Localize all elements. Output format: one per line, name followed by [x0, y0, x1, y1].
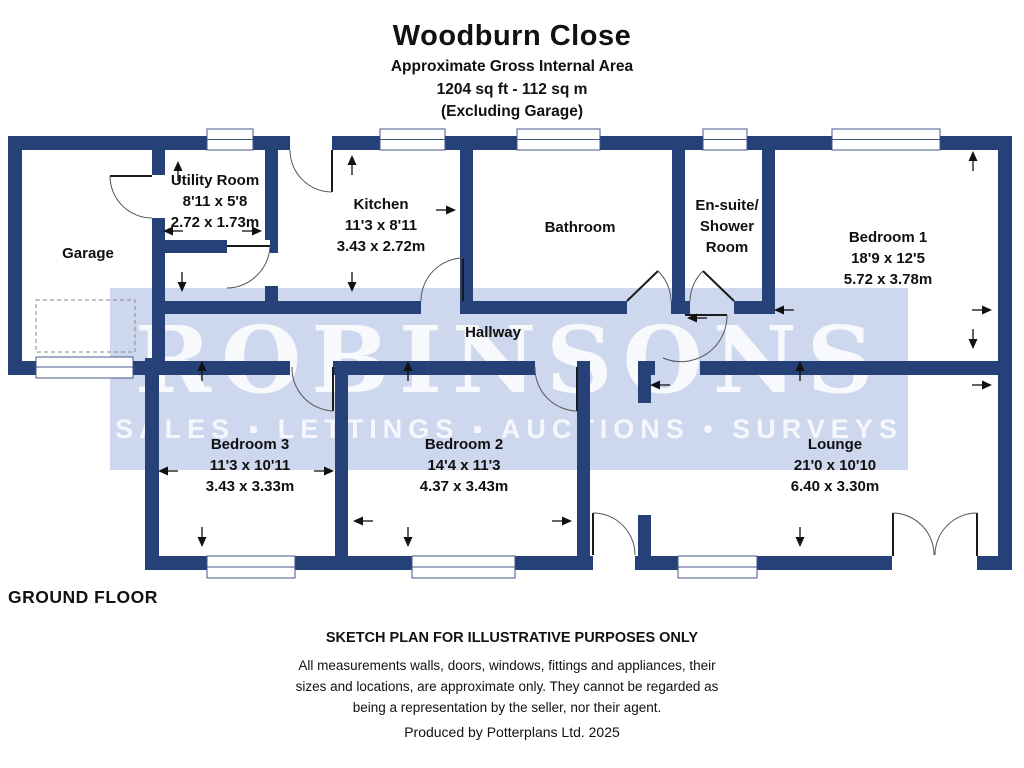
watermark-brand: ROBINSONS	[134, 305, 884, 414]
area-text: 1204 sq ft - 112 sq m	[436, 80, 588, 98]
room-label-ensuite: En-suite/ Shower Room	[695, 197, 759, 256]
room-label-hallway: Hallway	[465, 324, 521, 341]
room-label-bedroom1: Bedroom 1 18'9 x 12'5 5.72 x 3.78m	[843, 229, 933, 288]
measurement-disclaimer: All measurements walls, doors, windows, …	[295, 658, 719, 715]
sketch-disclaimer-title: SKETCH PLAN FOR ILLUSTRATIVE PURPOSES ON…	[325, 630, 699, 646]
room-label-bathroom: Bathroom	[544, 219, 616, 236]
room-label-bedroom3: Bedroom 3 11'3 x 10'11 3.43 x 3.33m	[205, 436, 295, 495]
excluding-note: (Excluding Garage)	[440, 103, 584, 120]
title-block: Woodburn Close Approximate Gross Interna…	[0, 18, 1024, 121]
subtitle: Approximate Gross Internal Area	[390, 58, 634, 76]
producer-credit: Produced by Potterplans Ltd. 2025	[404, 724, 620, 740]
watermark-tagline: SALES ▪ LETTINGS ▪ AUCTIONS • SURVEYS	[115, 413, 903, 444]
floor-label: GROUND FLOOR	[8, 587, 158, 607]
room-label-garage: Garage	[62, 245, 114, 262]
room-label-lounge: Lounge 21'0 x 10'10 6.40 x 3.30m	[790, 436, 880, 495]
room-label-utility: Utility Room 8'11 x 5'8 2.72 x 1.73m	[170, 172, 260, 231]
room-label-kitchen: Kitchen 11'3 x 8'11 3.43 x 2.72m	[336, 196, 426, 255]
watermark-band: ROBINSONS SALES ▪ LETTINGS ▪ AUCTIONS • …	[110, 288, 908, 470]
page-title: Woodburn Close	[392, 20, 632, 52]
room-label-bedroom2: Bedroom 2 14'4 x 11'3 4.37 x 3.43m	[419, 436, 509, 495]
